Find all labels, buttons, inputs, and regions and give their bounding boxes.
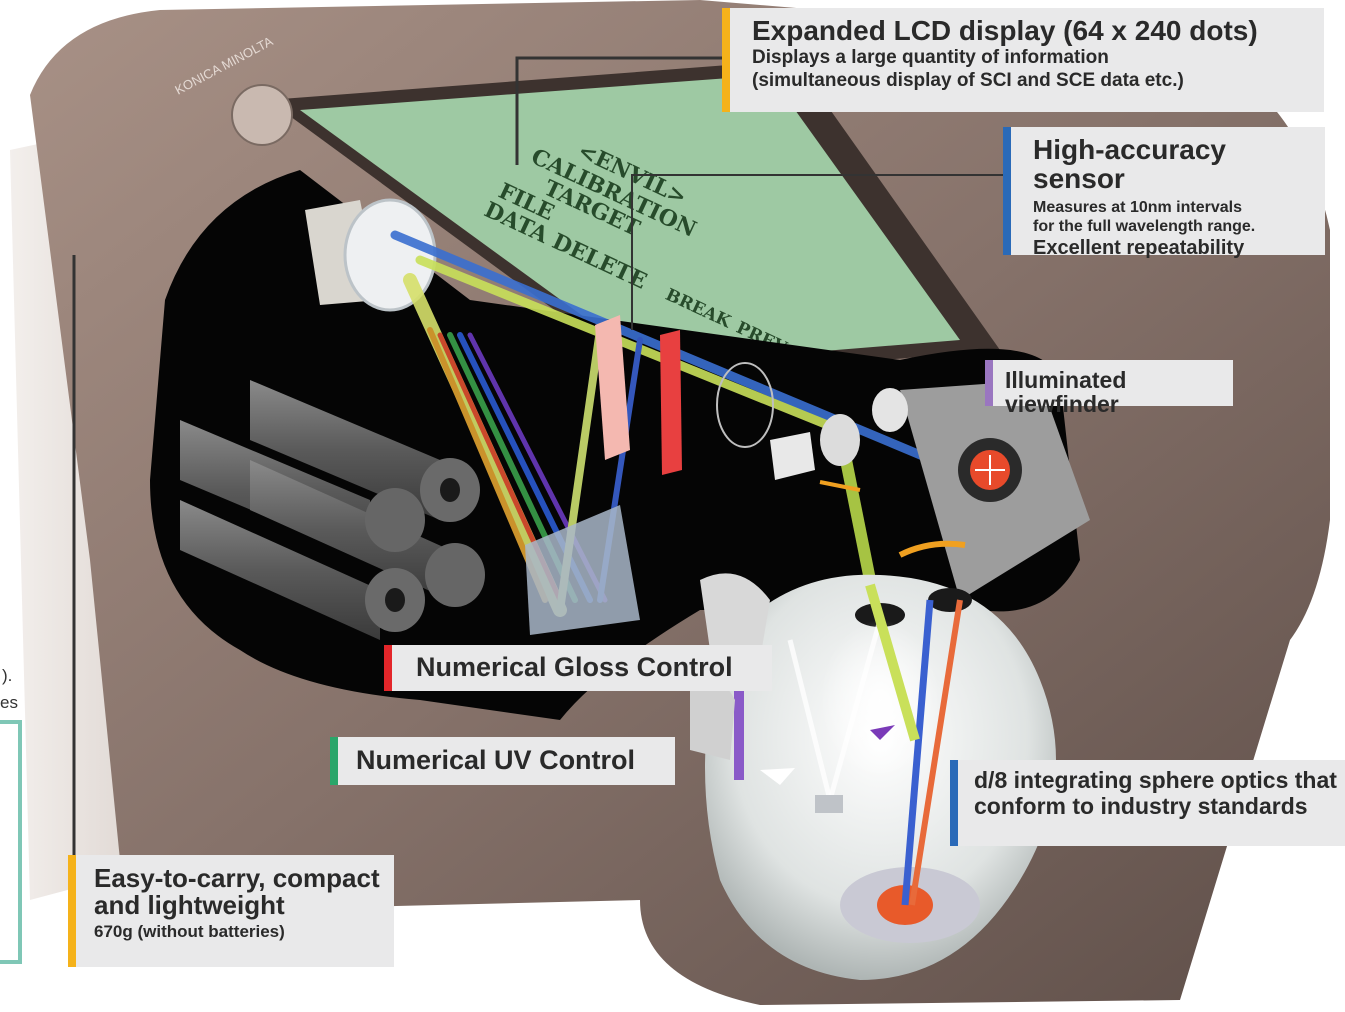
sensor-plate (595, 315, 630, 460)
callout-sphere-line1: d/8 integrating sphere optics that (974, 767, 1337, 793)
callout-sensor-line2: for the full wavelength range. (1033, 217, 1256, 235)
callout-sensor-title: High-accuracy sensor (1033, 134, 1226, 195)
callout-sensor-line1: Measures at 10nm intervals (1033, 198, 1242, 216)
brand-logo-icon (231, 84, 293, 146)
batteries-icon (180, 380, 485, 640)
prism-icon (525, 505, 640, 635)
arrow-icon-curve (898, 540, 966, 558)
arrow-icon (819, 480, 861, 492)
callout-sphere: d/8 integrating sphere optics that confo… (950, 760, 1345, 846)
callout-compact-title2: and lightweight (94, 890, 285, 921)
callout-uv-title: Numerical UV Control (356, 745, 636, 775)
left-fragment-1: ). (2, 666, 13, 685)
lcd-leader-line (515, 56, 734, 165)
callout-viewfinder: Illuminated viewfinder (985, 360, 1233, 416)
callout-lcd-line1: Displays a large quantity of information (752, 47, 1109, 69)
callout-viewfinder-title: Illuminated viewfinder (1005, 367, 1127, 418)
callout-uv: Numerical UV Control (330, 737, 675, 785)
callout-gloss-title: Numerical Gloss Control (416, 652, 733, 682)
callout-lcd-line2: (simultaneous display of SCI and SCE dat… (752, 70, 1184, 92)
callout-compact-sub: 670g (without batteries) (94, 921, 285, 941)
callout-compact: Easy-to-carry, compact and lightweight 6… (68, 855, 394, 967)
callout-sensor: High-accuracy sensor Measures at 10nm in… (1003, 127, 1325, 259)
callout-sensor-line3: Excellent repeatability (1033, 237, 1245, 260)
callout-gloss: Numerical Gloss Control (384, 645, 772, 691)
callout-lcd-title: Expanded LCD display (64 x 240 dots) (752, 15, 1258, 46)
callout-sphere-line2: conform to industry standards (974, 793, 1308, 820)
callout-compact-title1: Easy-to-carry, compact (94, 863, 380, 893)
callout-lcd: Expanded LCD display (64 x 240 dots) Dis… (722, 8, 1324, 112)
sensor-leader-line (631, 174, 1010, 330)
left-frame (0, 720, 22, 964)
sensor-plate-red (660, 330, 682, 475)
left-fragment-2: es (0, 693, 18, 712)
lcd-screen (300, 75, 960, 365)
